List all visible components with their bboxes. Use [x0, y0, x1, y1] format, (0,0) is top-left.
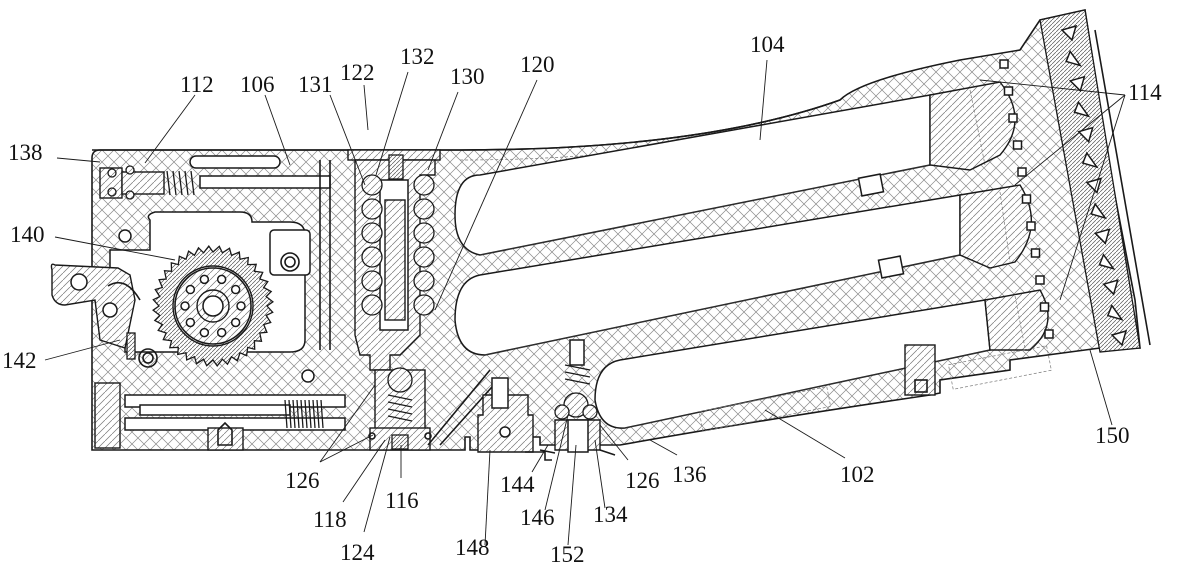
- triangle-vent: [1077, 126, 1094, 144]
- pawl-spring-pin: [126, 332, 136, 360]
- wheel-hole: [185, 317, 196, 328]
- reference-labels: 138 112 106 131 122 132 130 120 104 114 …: [2, 32, 1162, 567]
- coil-section: [413, 174, 435, 196]
- coil-section: [361, 222, 383, 244]
- port-hole: [1030, 248, 1041, 258]
- label-140: 144: [500, 472, 535, 497]
- label-138: 146: [520, 505, 555, 530]
- triangle-vent: [1106, 304, 1124, 321]
- label-144: 140: [10, 222, 45, 247]
- coil-section: [361, 246, 383, 268]
- wheel-hole: [199, 274, 210, 285]
- label-126b: 126: [625, 468, 660, 493]
- wheel-hole: [180, 301, 190, 311]
- spring-balls: [361, 174, 435, 316]
- label-102: 102: [840, 462, 875, 487]
- port-hole: [1044, 329, 1054, 339]
- label-132: 132: [400, 44, 435, 69]
- port-hole: [1008, 113, 1018, 123]
- label-136: 136: [672, 462, 707, 487]
- label-122: 122: [340, 60, 375, 85]
- label-118: 118: [313, 507, 347, 532]
- triangle-vent: [1102, 279, 1119, 296]
- label-134: 134: [593, 502, 628, 527]
- end-caps: [929, 81, 1049, 351]
- label-148: 148: [455, 535, 490, 560]
- slider-assembly: [94, 382, 346, 451]
- label-152: 152: [550, 542, 585, 567]
- coil-section: [413, 222, 435, 244]
- port-hole: [999, 59, 1009, 69]
- coil-section: [361, 174, 383, 196]
- label-146: 142: [2, 348, 37, 373]
- label-104: 104: [750, 32, 785, 57]
- port-hole: [1003, 86, 1014, 96]
- bolt-upper: [269, 229, 311, 276]
- relief-valve-134: [525, 339, 616, 461]
- coil-section: [413, 198, 435, 220]
- wheel-hole: [185, 284, 196, 295]
- joint-screw: [904, 344, 936, 396]
- wheel-hole: [230, 317, 241, 328]
- triangle-vent: [1098, 253, 1116, 271]
- bolt-lower: [138, 348, 158, 368]
- triangle-vent: [1065, 49, 1083, 67]
- label-130: 130: [450, 64, 485, 89]
- triangle-vent: [1060, 24, 1078, 42]
- port-hole: [1026, 221, 1036, 231]
- port-hole: [1035, 275, 1045, 285]
- label-150: 150: [1095, 423, 1130, 448]
- wheel-hole: [236, 301, 246, 311]
- chamber-104: [454, 94, 991, 429]
- triangle-vent: [1090, 202, 1108, 220]
- coil-section: [361, 270, 383, 292]
- ports-114: [999, 59, 1054, 339]
- coil-section: [361, 198, 383, 220]
- triangle-vent: [1093, 228, 1111, 245]
- label-112: 112: [180, 72, 214, 97]
- label-116: 116: [385, 488, 419, 513]
- wheel-hole: [199, 327, 210, 338]
- triangle-vent: [1073, 100, 1091, 118]
- coil-section: [413, 294, 435, 316]
- wheel-hole: [216, 274, 227, 285]
- label-142: 138: [8, 140, 43, 165]
- triangle-vent: [1110, 329, 1128, 347]
- plunger-112: [99, 165, 331, 200]
- leader-lines: [44, 59, 1126, 546]
- port-hole: [1017, 167, 1027, 177]
- port-hole: [1012, 140, 1023, 150]
- port-hole: [1039, 302, 1050, 312]
- fitting-148: [477, 377, 534, 453]
- label-120: 120: [520, 52, 555, 77]
- coil-section: [413, 246, 435, 268]
- port-hole: [1021, 194, 1032, 204]
- label-126a: 126: [285, 468, 320, 493]
- ratchet-wheel-144: [152, 245, 274, 367]
- label-131: 131: [298, 72, 333, 97]
- pawl-146: [50, 263, 141, 360]
- wheel-hole: [216, 327, 227, 338]
- check-valve-116: [368, 367, 432, 451]
- label-124: 124: [340, 540, 375, 565]
- coil-section: [361, 294, 383, 316]
- wheel-hole: [230, 284, 241, 295]
- triangle-vent: [1081, 151, 1099, 169]
- label-114: 114: [1128, 80, 1162, 105]
- triangle-vents: [1060, 24, 1128, 347]
- coil-section: [413, 270, 435, 292]
- label-106: 106: [240, 72, 275, 97]
- triangle-vent: [1068, 75, 1086, 93]
